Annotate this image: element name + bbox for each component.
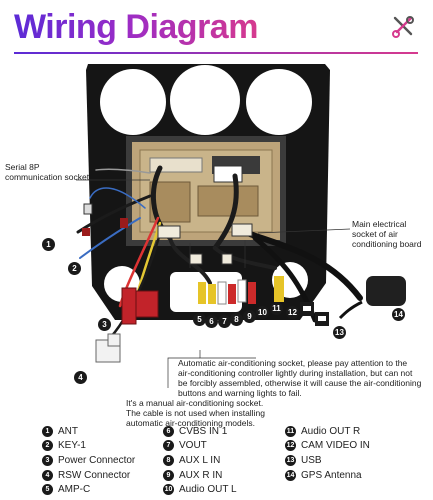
legend-label: CVBS IN 1 xyxy=(179,425,228,437)
legend-label: Power Connector xyxy=(58,454,136,466)
legend-label: VOUT xyxy=(179,440,207,452)
page-title: Wiring Diagram xyxy=(14,8,258,46)
manual-ac-callout: It's a manual air-conditioning socket. T… xyxy=(126,398,265,428)
radio-chassis xyxy=(126,136,286,246)
legend-label: AUX L IN xyxy=(179,454,221,466)
main-socket-callout: Main electrical socket of air conditioni… xyxy=(352,219,422,249)
badge-10: 10 xyxy=(256,306,269,319)
legend-number-badge: 5 xyxy=(42,484,53,496)
legend-number-badge: 13 xyxy=(285,454,296,466)
serial-socket-callout: Serial 8P communication socket xyxy=(5,162,90,182)
legend-item: 8 AUX L IN xyxy=(163,453,237,468)
connectors xyxy=(82,203,406,363)
badge-2: 2 xyxy=(68,262,81,275)
legend-number-badge: 12 xyxy=(285,440,296,452)
legend-column-3: 11 Audio OUT R 12 CAM VIDEO IN 13 USB 14 GPS An… xyxy=(285,424,370,482)
legend-number-badge: 1 xyxy=(42,425,53,437)
badge-11: 11 xyxy=(270,302,283,315)
badge-1: 1 xyxy=(42,238,55,251)
badge-7: 7 xyxy=(218,315,231,328)
legend-item: 6 CVBS IN 1 xyxy=(163,424,237,439)
badge-6: 6 xyxy=(205,315,218,328)
legend-item: 13 USB xyxy=(285,453,370,468)
legend-item: 10 Audio OUT L xyxy=(163,482,237,497)
legend-label: Audio OUT L xyxy=(179,484,237,496)
legend-item: 14 GPS Antenna xyxy=(285,468,370,483)
legend-label: AMP-C xyxy=(58,484,91,496)
tools-icon xyxy=(392,16,414,38)
badge-3: 3 xyxy=(98,318,111,331)
legend-column-2: 6 CVBS IN 1 7 VOUT 8 AUX L IN 9 AUX R IN 10 Audio… xyxy=(163,424,237,497)
legend-number-badge: 7 xyxy=(163,440,174,452)
legend-label: GPS Antenna xyxy=(301,469,362,481)
badge-12: 12 xyxy=(286,306,299,319)
legend-item: 7 VOUT xyxy=(163,439,237,454)
legend-number-badge: 9 xyxy=(163,469,174,481)
auto-ac-callout: Automatic air-conditioning socket, pleas… xyxy=(178,358,422,398)
legend-label: AUX R IN xyxy=(179,469,223,481)
legend-number-badge: 8 xyxy=(163,454,174,466)
legend-number-badge: 10 xyxy=(163,484,174,496)
legend-number-badge: 11 xyxy=(285,425,296,437)
badge-8: 8 xyxy=(230,313,243,326)
legend-number-badge: 2 xyxy=(42,440,53,452)
legend-label: ANT xyxy=(58,425,78,437)
legend-column-1: 1 ANT 2 KEY-1 3 Power Connector 4 RSW Connector… xyxy=(42,424,135,497)
legend-item: 4 RSW Connector xyxy=(42,468,135,483)
legend-label: KEY-1 xyxy=(58,440,86,452)
legend-item: 5 AMP-C xyxy=(42,482,135,497)
legend-number-badge: 14 xyxy=(285,469,296,481)
badge-13: 13 xyxy=(333,326,346,339)
legend-item: 11 Audio OUT R xyxy=(285,424,370,439)
legend-label: CAM VIDEO IN xyxy=(301,440,370,452)
legend-number-badge: 3 xyxy=(42,454,53,466)
legend-label: RSW Connector xyxy=(58,469,131,481)
legend-number-badge: 4 xyxy=(42,469,53,481)
legend-item: 1 ANT xyxy=(42,424,135,439)
leader-lines xyxy=(76,179,351,388)
legend-number-badge: 6 xyxy=(163,425,174,437)
badge-5: 5 xyxy=(193,313,206,326)
badge-4: 4 xyxy=(74,371,87,384)
legend-item: 3 Power Connector xyxy=(42,453,135,468)
legend-label: USB xyxy=(301,454,322,466)
legend-item: 9 AUX R IN xyxy=(163,468,237,483)
badge-9: 9 xyxy=(243,310,256,323)
legend-item: 2 KEY-1 xyxy=(42,439,135,454)
legend-item: 12 CAM VIDEO IN xyxy=(285,439,370,454)
title-underline xyxy=(14,52,418,54)
legend-label: Audio OUT R xyxy=(301,425,361,437)
badge-14: 14 xyxy=(392,308,405,321)
wiring-diagram-illustration xyxy=(76,64,406,388)
